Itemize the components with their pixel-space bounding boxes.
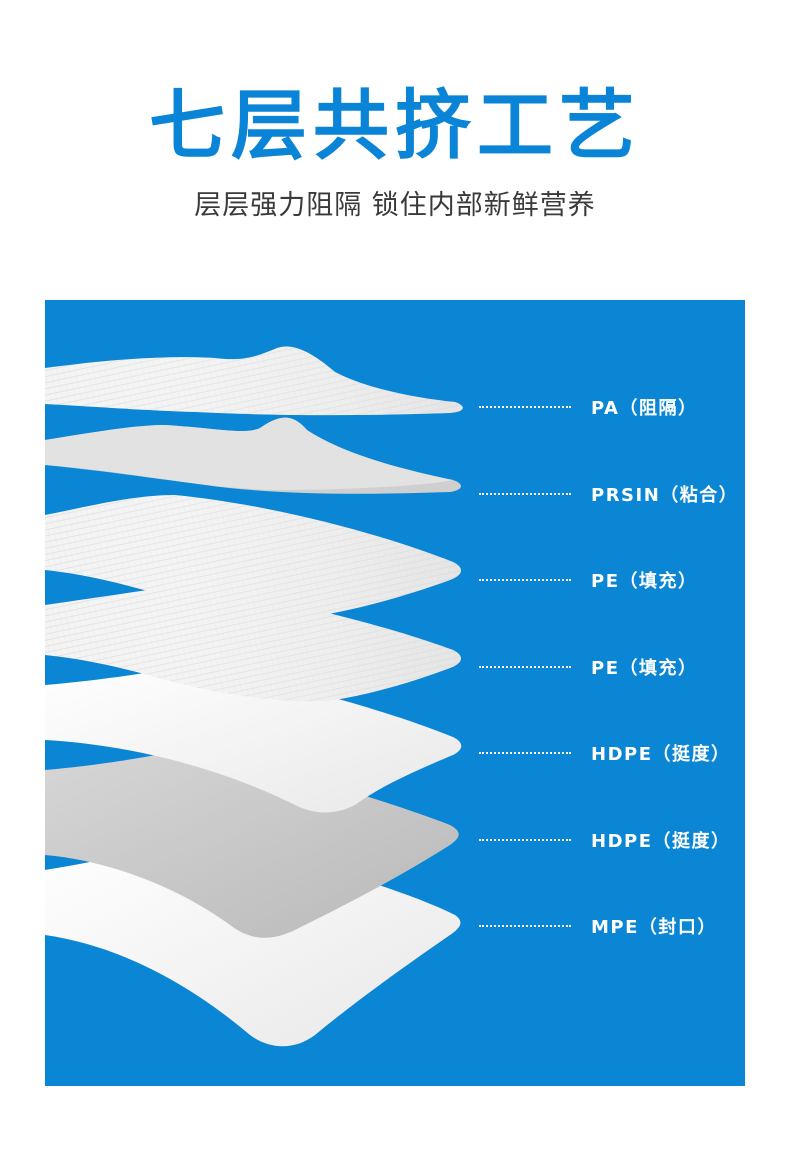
leader-dots xyxy=(479,925,571,927)
leader-dots xyxy=(479,752,571,754)
leader-dots xyxy=(479,666,571,668)
layers-panel: PA（阻隔） PRSIN（粘合） PE（填充） PE（填充） HDPE（挺度） … xyxy=(45,300,745,1086)
layer-sheet-5 xyxy=(45,665,462,813)
layer-label-7: MPE（封口） xyxy=(591,917,717,938)
leader-dots xyxy=(479,493,571,495)
layer-row-7: MPE（封口） xyxy=(479,911,717,941)
page-subtitle: 层层强力阻隔 锁住内部新鲜营养 xyxy=(194,190,596,221)
layer-label-4: PE（填充） xyxy=(591,658,698,679)
layer-label-2: PRSIN（粘合） xyxy=(591,485,739,506)
leader-dots xyxy=(479,839,571,841)
leader-dots xyxy=(479,406,571,408)
layer-label-6: HDPE（挺度） xyxy=(591,831,731,852)
layer-stack-illustration xyxy=(45,346,463,1047)
leader-dots xyxy=(479,579,571,581)
layer-label-1: PA（阻隔） xyxy=(591,398,698,419)
layer-row-1: PA（阻隔） xyxy=(479,392,697,422)
layer-row-6: HDPE（挺度） xyxy=(479,825,731,855)
layer-row-4: PE（填充） xyxy=(479,652,698,682)
layer-row-3: PE（填充） xyxy=(479,565,698,595)
page-title: 七层共挤工艺 xyxy=(149,81,641,170)
layer-label-3: PE（填充） xyxy=(591,571,698,592)
layer-row-5: HDPE（挺度） xyxy=(479,738,731,768)
header: 七层共挤工艺 层层强力阻隔 锁住内部新鲜营养 xyxy=(0,0,790,290)
layer-label-5: HDPE（挺度） xyxy=(591,744,731,765)
layer-row-2: PRSIN（粘合） xyxy=(479,479,738,509)
